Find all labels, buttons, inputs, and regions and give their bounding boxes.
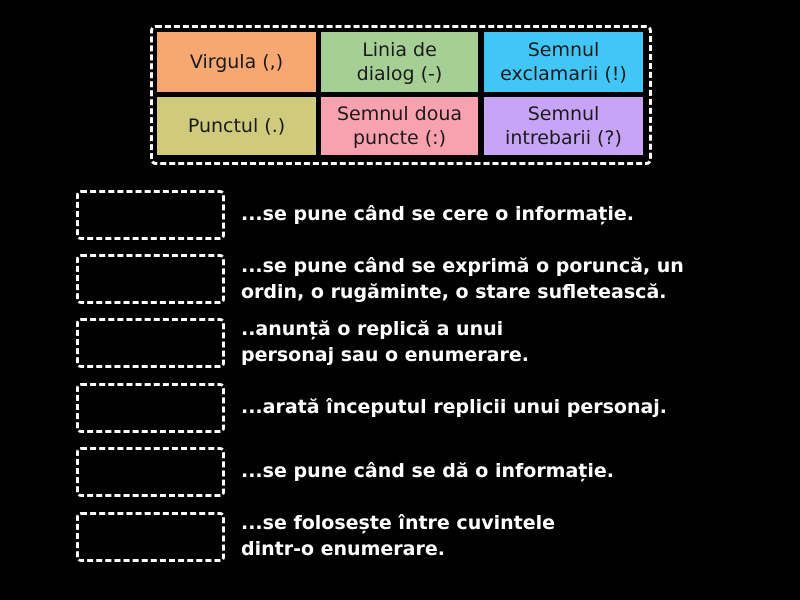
clue-2: ...se pune când se exprimă o poruncă, un… xyxy=(241,255,684,303)
card-virgula[interactable]: Virgula (,) xyxy=(157,32,316,92)
clue-5: ...se pune când se dă o informație. xyxy=(241,460,615,482)
card-semnul-intrebarii[interactable]: Semnul intrebarii (?) xyxy=(484,97,643,155)
drop-slot-3[interactable] xyxy=(76,318,225,368)
card-punctul[interactable]: Punctul (.) xyxy=(157,97,316,155)
card-semnul-doua-puncte[interactable]: Semnul doua puncte (:) xyxy=(321,97,478,155)
answer-bank xyxy=(150,25,652,165)
drop-slot-4[interactable] xyxy=(76,383,225,433)
drop-slot-1[interactable] xyxy=(76,190,225,240)
card-semnul-exclamarii[interactable]: Semnul exclamarii (!) xyxy=(484,32,643,92)
clue-1: ...se pune când se cere o informație. xyxy=(241,203,634,225)
drop-slot-5[interactable] xyxy=(76,447,225,497)
clue-4: ...arată începutul replicii unui persona… xyxy=(241,396,668,418)
card-linia-de-dialog[interactable]: Linia de dialog (-) xyxy=(321,32,478,92)
drop-slot-2[interactable] xyxy=(76,254,225,304)
drop-slot-6[interactable] xyxy=(76,512,225,562)
